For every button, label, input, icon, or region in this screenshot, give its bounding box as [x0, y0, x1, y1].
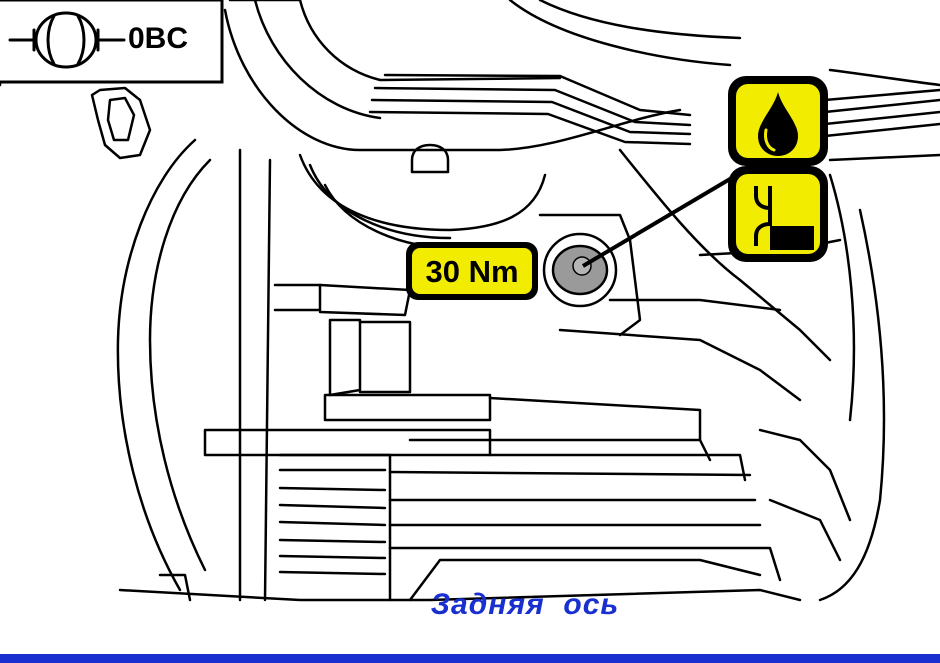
drain-plug [542, 232, 618, 308]
unit-code-label: 0BC [128, 22, 189, 55]
bottom-rule [0, 654, 940, 663]
axle-housing-linework [0, 0, 940, 602]
unit-code-box [0, 0, 224, 84]
figure-caption: Задняя ось [430, 588, 620, 621]
oil-drop-icon [728, 76, 828, 166]
fill-to-edge-icon [728, 166, 828, 262]
torque-spec-label: 30 Nm [425, 254, 519, 289]
torque-badge [406, 242, 538, 300]
leader-line [581, 164, 754, 268]
rear-axle-differential-icon [8, 11, 126, 69]
